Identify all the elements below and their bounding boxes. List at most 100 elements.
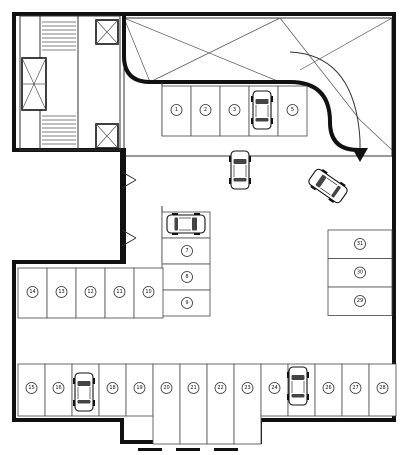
car-topview-icon [305,165,351,207]
parking-spot: 26 [314,363,343,417]
parking-spot: 8 [161,263,211,291]
spot-number: 13 [58,289,64,295]
elevator-x-icon [21,57,47,111]
spot-number: 12 [87,289,93,295]
spot-number-badge [376,382,389,394]
parking-spot: 30 [327,258,393,288]
parking-spot: 11 [104,267,135,319]
parking-spot: 21 [179,363,208,445]
parking-spot: 28 [368,363,397,417]
car-topview-icon [250,90,274,130]
parking-spot: 23 [233,363,262,445]
side-column-spots: 31 30 29 [327,229,393,316]
parking-spot: 27 [341,363,370,417]
spot-number-badge [181,245,193,257]
spot-number-badge [349,382,362,394]
parking-spot: 24 [260,363,289,417]
spot-number: 31 [357,241,363,247]
spot-number: 19 [136,385,142,391]
spot-number-badge [181,297,193,309]
bottom-row-spots: 1516171819202122232425262728 [17,363,397,445]
spot-number: 21 [190,385,196,391]
spot-number: 30 [357,270,363,276]
spot-number: 28 [379,385,385,391]
spot-number-badge [181,271,193,283]
spot-number: 16 [55,385,61,391]
stair-elevator-core [19,15,121,151]
door-icon [121,229,137,247]
spot-number-badge [142,286,155,298]
spot-number: 27 [352,385,358,391]
spot-number: 15 [28,385,34,391]
spot-number: 10 [145,289,151,295]
parking-spot: 18 [98,363,127,417]
spot-number: 20 [163,385,169,391]
spot-number-badge [55,286,68,298]
parking-spot: 31 [327,229,393,259]
parking-spot: 22 [206,363,235,445]
spot-number-badge [228,104,241,116]
entrance-markers [138,448,238,451]
spot-number-badge [25,382,38,394]
parking-spot: 29 [327,286,393,316]
parking-spot: 13 [46,267,77,319]
spot-number: 22 [217,385,223,391]
spot-number-badge [170,104,183,116]
spot-number: 5 [291,107,294,113]
car-topview-icon [286,366,310,406]
spot-number: 8 [185,274,188,280]
spot-number-badge [133,382,146,394]
parking-spot: 9 [161,289,211,317]
parking-spot: 14 [17,267,48,319]
parking-spot: 7 [161,237,211,265]
spot-number: 29 [357,298,363,304]
parking-spot: 2 [190,85,221,137]
spot-number: 3 [233,107,236,113]
elevator-x-icon [95,19,119,45]
top-row-spots: 12345 [161,82,308,137]
outer-walls [12,12,396,444]
spot-number: 9 [185,300,188,306]
parking-spot: 3 [219,85,250,137]
elevator-x-icon [95,123,119,149]
spot-number-badge [160,382,173,394]
spot-number-badge [199,104,212,116]
parking-spot: 12 [75,267,106,319]
spot-number: 24 [271,385,277,391]
spot-number: 1 [175,107,178,113]
car-topview-icon [228,150,252,190]
spot-number-badge [354,238,366,250]
parking-spot: 10 [133,267,164,319]
parking-spot: 19 [125,363,154,417]
spot-number: 2 [204,107,207,113]
parking-spot: 1 [161,85,192,137]
parking-spot: 5 [277,85,308,137]
parking-spot: 16 [44,363,73,417]
spot-number: 23 [244,385,250,391]
spot-number-badge [354,266,366,279]
spot-number: 11 [116,289,122,295]
spot-number-badge [187,382,200,394]
spot-number-badge [84,286,97,298]
spot-number-badge [354,295,366,307]
spot-number: 14 [29,289,35,295]
spot-number-badge [241,382,254,394]
spot-number-badge [26,286,39,298]
spot-number-badge [52,382,65,394]
spot-number-badge [286,104,299,116]
spot-number: 26 [325,385,331,391]
spot-number-badge [106,382,119,394]
door-icon [121,171,137,189]
spot-number-badge [214,382,227,394]
spot-number: 18 [109,385,115,391]
spot-number-badge [113,286,126,298]
car-topview-icon [72,372,96,412]
spot-number: 7 [185,248,188,254]
parking-spot: 15 [17,363,46,417]
car-topview-icon [166,212,206,236]
parking-spot: 20 [152,363,181,445]
stairs-icon [42,21,76,145]
left-row-spots: 14 13 12 11 10 [17,267,164,319]
spot-number-badge [268,382,281,394]
